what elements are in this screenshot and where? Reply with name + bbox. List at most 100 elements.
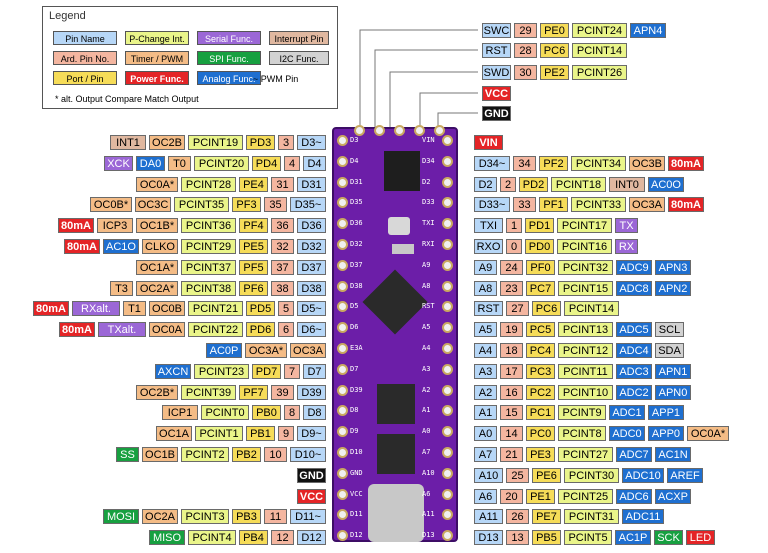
pin-label-a11: A11 (474, 509, 503, 524)
pin-pad (442, 177, 453, 188)
silk-label-right: D2 (422, 178, 431, 186)
silk-label-left: D39 (350, 386, 363, 394)
pin-pad (442, 260, 453, 271)
pin-label-oc3a: OC3A (290, 343, 326, 358)
silk-label-left: GND (350, 469, 363, 477)
pin-label-axcn: AXCN (155, 364, 191, 379)
voltage-regulator (384, 151, 420, 191)
legend-item-port-pin: Port / Pin (53, 71, 117, 85)
legend-pwm-note: ~ PWM Pin (253, 74, 299, 84)
pin-label-tx: TX (615, 218, 638, 233)
pin-label-ac1p: AC1P (615, 530, 651, 545)
pin-label-pcint23: PCINT23 (194, 364, 249, 379)
pin-label-pcint31: PCINT31 (564, 509, 619, 524)
pin-label-oc1b: OC1B* (136, 218, 178, 233)
pin-label-d6: D6~ (297, 322, 326, 337)
legend-item-ard-pin-no: Ard. Pin No. (53, 51, 117, 65)
pin-label-d11: D11~ (290, 509, 326, 524)
silk-label-right: D33 (422, 198, 435, 206)
pin-label-pf5: PF5 (239, 260, 268, 275)
pin-label-adc5: ADC5 (616, 322, 652, 337)
pin-label-pc5: PC5 (526, 322, 555, 337)
pin-label-15: 15 (500, 405, 523, 420)
pin-label-7: 7 (284, 364, 300, 379)
usb-chip-b (377, 434, 415, 474)
pin-label-oc2a: OC2A (142, 509, 178, 524)
pin-label-pcint38: PCINT38 (181, 281, 236, 296)
pin-pad (337, 322, 348, 333)
pin-label-rst: RST (482, 43, 511, 58)
pin-label-pcint29: PCINT29 (181, 239, 236, 254)
pin-label-23: 23 (500, 281, 523, 296)
pin-label-adc11: ADC11 (622, 509, 664, 524)
pin-label-pb5: PB5 (532, 530, 561, 545)
silk-label-left: D11 (350, 510, 363, 518)
silk-label-right: RST (422, 302, 435, 310)
pin-label-pcint5: PCINT5 (564, 530, 612, 545)
pin-label-29: 29 (514, 23, 537, 38)
pin-label-a1: A1 (474, 405, 497, 420)
top-pin-pad (374, 125, 385, 136)
silk-label-left: D6 (350, 323, 359, 331)
silk-label-right: VIN (422, 136, 435, 144)
pin-label-4: 4 (284, 156, 300, 171)
pin-label-int0: INT0 (609, 177, 645, 192)
pin-label-8: 8 (284, 405, 300, 420)
pin-label-d4: D4 (303, 156, 326, 171)
pin-label-pc4: PC4 (526, 343, 555, 358)
silk-label-right: TXI (422, 219, 435, 227)
silk-label-left: D3 (350, 136, 359, 144)
legend-item-spi-func: SPI Func. (197, 51, 261, 65)
pin-pad (337, 364, 348, 375)
pin-label-16: 16 (500, 385, 523, 400)
pin-label-pcint0: PCINT0 (201, 405, 249, 420)
pin-pad (337, 301, 348, 312)
pin-label-d7: D7 (303, 364, 326, 379)
pin-label-33: 33 (513, 197, 536, 212)
pin-label-pd0: PD0 (525, 239, 554, 254)
pin-label-mosi: MOSI (103, 509, 139, 524)
pin-label-adc9: ADC9 (616, 260, 652, 275)
legend-item-serial-func: Serial Func. (197, 31, 261, 45)
pin-label-17: 17 (500, 364, 523, 379)
pin-pad (442, 385, 453, 396)
pin-label-pf7: PF7 (239, 385, 268, 400)
pin-label-txalt: TXalt. (98, 322, 146, 337)
pin-label-39: 39 (271, 385, 294, 400)
pin-label-pf6: PF6 (239, 281, 268, 296)
pin-pad (337, 385, 348, 396)
top-pin-pad (434, 125, 445, 136)
pin-pad (442, 364, 453, 375)
pin-label-adc7: ADC7 (616, 447, 652, 462)
pin-label-oc0b: OC0B (149, 301, 185, 316)
pin-label-apn4: APN4 (630, 23, 666, 38)
pin-label-34: 34 (513, 156, 536, 171)
reset-button (388, 217, 410, 235)
pin-label-ac1o: AC1O (103, 239, 139, 254)
silk-label-right: A8 (422, 282, 431, 290)
pin-label-d35: D35~ (290, 197, 326, 212)
silk-label-left: D8 (350, 406, 359, 414)
pin-label-rxalt: RXalt. (72, 301, 120, 316)
pin-label-d8: D8 (303, 405, 326, 420)
pin-label-app1: APP1 (648, 405, 684, 420)
pin-label-d36: D36 (297, 218, 326, 233)
pin-pad (337, 156, 348, 167)
pin-label-adc1: ADC1 (609, 405, 645, 420)
silk-label-left: D12 (350, 531, 363, 539)
pin-label-d34: D34~ (474, 156, 510, 171)
pin-label-oc1a: OC1A* (136, 260, 178, 275)
pin-label-oc0b: OC0B* (90, 197, 132, 212)
usb-chip-a (377, 384, 415, 424)
pin-label-apn0: APN0 (655, 385, 691, 400)
pin-label-30: 30 (514, 65, 537, 80)
pin-pad (337, 343, 348, 354)
legend-footnote: * alt. Output Compare Match Output (55, 94, 199, 104)
pin-label-d38: D38 (297, 281, 326, 296)
pin-label-icp3: ICP3 (97, 218, 133, 233)
silk-label-left: D35 (350, 198, 363, 206)
silk-label-left: D36 (350, 219, 363, 227)
pin-label-13: 13 (506, 530, 529, 545)
pin-label-gnd: GND (482, 106, 511, 121)
pin-label-pcint4: PCINT4 (188, 530, 236, 545)
